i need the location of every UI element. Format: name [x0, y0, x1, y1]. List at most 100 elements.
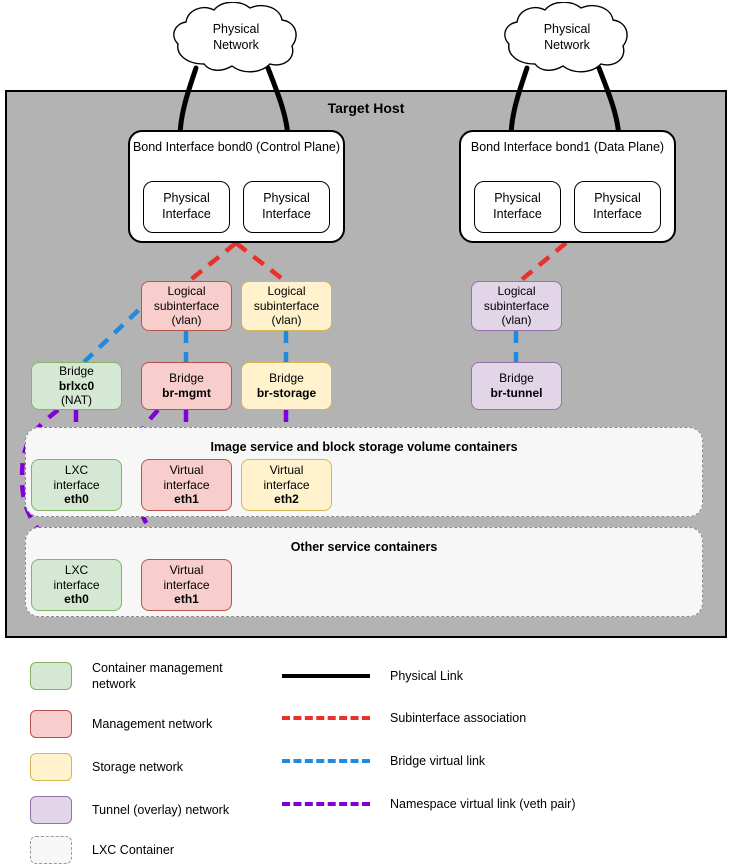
bridge-brlxc0[interactable]: Bridge brlxc0 (NAT) [31, 362, 122, 410]
legend-swatch-purple [30, 796, 72, 824]
bond1-id: bond1 [555, 140, 591, 154]
bridge-br-tunnel[interactable]: Bridge br-tunnel [471, 362, 562, 410]
bond0-phys1-line1: Physical [163, 191, 210, 206]
bond1-phys1-line2: Interface [493, 207, 542, 221]
subif-tunnel-line2: subinterface [483, 298, 550, 313]
group1-virtual-interface-eth2[interactable]: Virtual interface eth2 [241, 459, 332, 511]
group2-title: Other service containers [290, 540, 438, 554]
br-mgmt-label: Bridge [169, 371, 204, 386]
g1-eth2-line2: interface [263, 477, 310, 492]
legend-storage-network: Storage network [30, 753, 260, 781]
g1-eth2-line1: Virtual [269, 463, 304, 478]
legend-label-container-management-network: Container management network [92, 661, 223, 692]
legend-swatch-yellow [30, 753, 72, 781]
bond0-phys1-line2: Interface [162, 207, 211, 221]
bond0-physical-interface-1[interactable]: Physical Interface [143, 181, 230, 233]
legend-subinterface-association: Subinterface association [282, 710, 662, 726]
cloud-right: Physical Network [499, 1, 635, 74]
bond1-title-block: Bond Interface bond1 (Data Plane) [461, 140, 674, 156]
cloud-left-line1: Physical [212, 22, 260, 37]
legend-label-management-network: Management network [92, 716, 213, 731]
cloud-left-line2: Network [213, 38, 259, 52]
g1-eth0-id: eth0 [64, 492, 89, 507]
bond0-title-block: Bond Interface bond0 (Control Plane) [130, 140, 343, 156]
legend-line-physical [282, 674, 370, 679]
group1-lxc-interface-eth0[interactable]: LXC interface eth0 [31, 459, 122, 511]
legend-label-storage-network: Storage network [92, 759, 184, 774]
brlxc0-label: Bridge [59, 364, 94, 379]
g2-eth1-line2: interface [163, 577, 210, 592]
legend-swatch-red [30, 710, 72, 738]
br-storage-id: br-storage [256, 386, 317, 400]
g2-eth0-line2: interface [53, 577, 100, 592]
cloud-right-line1: Physical [543, 22, 591, 37]
br-mgmt-id: br-mgmt [162, 386, 211, 400]
image-block-storage-containers-panel: Image service and block storage volume c… [25, 427, 703, 517]
subif-mgmt-line2: subinterface [153, 298, 220, 313]
legend-swatch-lxc-container [30, 836, 72, 864]
subinterface-mgmt[interactable]: Logical subinterface (vlan) [141, 281, 232, 331]
group1-title: Image service and block storage volume c… [210, 440, 518, 454]
legend-swatch-green [30, 662, 72, 691]
legend-namespace-virtual-link: Namespace virtual link (veth pair) [282, 796, 662, 812]
bond1-physical-interface-1[interactable]: Physical Interface [474, 181, 561, 233]
subif-storage-line1: Logical [267, 284, 306, 299]
legend-management-network: Management network [30, 710, 260, 738]
legend-tunnel-overlay-network: Tunnel (overlay) network [30, 796, 260, 824]
g2-eth0-line1: LXC [64, 563, 89, 578]
legend: Container management network Management … [0, 650, 732, 864]
g2-eth1-line1: Virtual [169, 563, 204, 578]
g1-eth0-line1: LXC [64, 463, 89, 478]
bond0-physical-interface-2[interactable]: Physical Interface [243, 181, 330, 233]
legend-line-namespace [282, 802, 370, 807]
bond0-phys2-line2: Interface [262, 207, 311, 221]
group2-lxc-interface-eth0[interactable]: LXC interface eth0 [31, 559, 122, 611]
bond1-title: Bond Interface [470, 140, 553, 154]
subif-storage-line3: (vlan) [271, 313, 302, 328]
bond0-id: bond0 [217, 140, 253, 154]
bridge-br-storage[interactable]: Bridge br-storage [241, 362, 332, 410]
g1-eth1-id: eth1 [174, 492, 199, 507]
bond0-role: (Control Plane) [255, 140, 341, 154]
g1-eth1-line1: Virtual [169, 463, 204, 478]
legend-bridge-virtual-link: Bridge virtual link [282, 753, 662, 769]
bond1-phys2-line2: Interface [593, 207, 642, 221]
subif-tunnel-line1: Logical [497, 284, 536, 299]
subinterface-storage[interactable]: Logical subinterface (vlan) [241, 281, 332, 331]
bond1-role: (Data Plane) [593, 140, 665, 154]
legend-container-management-network: Container management network [30, 660, 260, 693]
legend-label-tunnel-overlay-network: Tunnel (overlay) network [92, 802, 230, 817]
other-service-containers-panel: Other service containers [25, 527, 703, 617]
legend-label-namespace-virtual-link: Namespace virtual link (veth pair) [390, 797, 576, 811]
cloud-right-line2: Network [544, 38, 590, 52]
br-tunnel-id: br-tunnel [490, 386, 543, 400]
br-storage-label: Bridge [269, 371, 304, 386]
group1-virtual-interface-eth1[interactable]: Virtual interface eth1 [141, 459, 232, 511]
bond0-phys2-line1: Physical [263, 191, 310, 206]
cloud-left: Physical Network [168, 1, 304, 74]
subif-storage-line2: subinterface [253, 298, 320, 313]
g1-eth2-id: eth2 [274, 492, 299, 507]
legend-label-lxc-container: LXC Container [92, 842, 174, 857]
legend-label-physical-link: Physical Link [390, 669, 463, 683]
legend-line-bridge [282, 759, 370, 764]
g2-eth1-id: eth1 [174, 592, 199, 607]
br-tunnel-label: Bridge [499, 371, 534, 386]
brlxc0-id: brlxc0 [58, 378, 95, 393]
legend-label-bridge-virtual-link: Bridge virtual link [390, 754, 486, 768]
subinterface-tunnel[interactable]: Logical subinterface (vlan) [471, 281, 562, 331]
legend-label-subinterface-association: Subinterface association [390, 711, 527, 725]
subif-tunnel-line3: (vlan) [501, 313, 532, 328]
bond1-phys1-line1: Physical [494, 191, 541, 206]
legend-physical-link: Physical Link [282, 668, 662, 684]
page-title: Target Host [327, 100, 405, 116]
g1-eth1-line2: interface [163, 477, 210, 492]
g2-eth0-id: eth0 [64, 592, 89, 607]
legend-line-subinterface [282, 716, 370, 721]
group2-virtual-interface-eth1[interactable]: Virtual interface eth1 [141, 559, 232, 611]
bond1-phys2-line1: Physical [594, 191, 641, 206]
bond1-physical-interface-2[interactable]: Physical Interface [574, 181, 661, 233]
subif-mgmt-line3: (vlan) [171, 313, 202, 328]
bridge-br-mgmt[interactable]: Bridge br-mgmt [141, 362, 232, 410]
